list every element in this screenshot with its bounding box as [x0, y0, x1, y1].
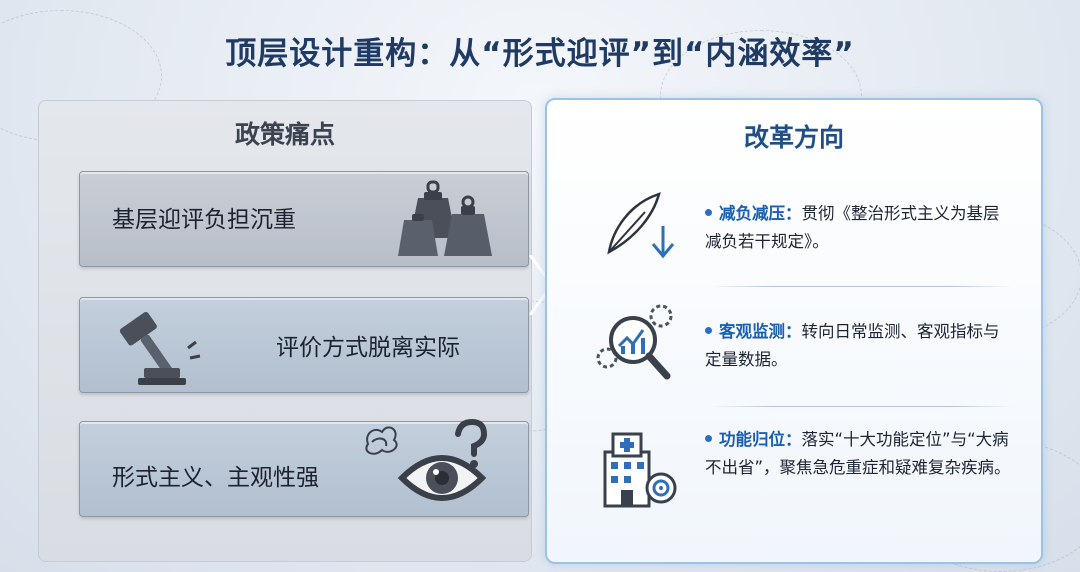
pain-card-label: 评价方式脱离实际 [276, 335, 460, 361]
weights-icon [398, 180, 508, 266]
reform-item-keyword: 功能归位 [719, 430, 785, 449]
bullet-dot [705, 435, 712, 442]
reform-direction-heading: 改革方向 [743, 123, 844, 152]
bullet-dot [705, 327, 712, 334]
pain-card-label: 基层迎评负担沉重 [112, 207, 296, 233]
reform-item-text: 减负减压：贯彻《整治形式主义为基层减负若干规定》。 [705, 200, 1015, 256]
feather-down-icon [595, 190, 685, 266]
reform-item-separator: ： [785, 204, 802, 223]
divider [712, 286, 1012, 287]
reform-item-keyword: 减负减压 [719, 204, 785, 223]
divider [712, 406, 1012, 407]
pain-points-heading: 政策痛点 [234, 120, 335, 149]
reform-item-separator: ： [785, 322, 802, 341]
magnifier-gear-icon [595, 300, 685, 388]
hospital-target-icon [595, 432, 685, 514]
page-title: 顶层设计重构：从“形式迎评”到“内涵效率” [225, 36, 855, 72]
reform-item-body: 转向日常监测、客观指标与定量数据。 [705, 322, 1000, 369]
reform-item-separator: ： [785, 430, 802, 449]
reform-direction-panel: 改革方向 减负减压：贯彻《整治形式主义为基层减负若干规定》。 [545, 98, 1043, 564]
gavel-icon [102, 306, 212, 392]
reform-item-text: 客观监测：转向日常监测、客观指标与定量数据。 [705, 318, 1015, 374]
reform-item-body: 落实“十大功能定位”与“大病不出省”，聚焦急危重症和疑难复杂疾病。 [705, 430, 1011, 477]
reform-item-body: 贯彻《整治形式主义为基层减负若干规定》。 [705, 204, 1000, 251]
eye-question-icon [350, 408, 520, 516]
bullet-dot [705, 209, 712, 216]
pain-points-panel: 政策痛点 基层迎评负担沉重 [38, 100, 532, 562]
pain-card-label: 形式主义、主观性强 [112, 465, 319, 491]
reform-item-text: 功能归位：落实“十大功能定位”与“大病不出省”，聚焦急危重症和疑难复杂疾病。 [705, 426, 1015, 482]
pain-card-burden: 基层迎评负担沉重 [79, 171, 529, 267]
pain-card-formalism: 形式主义、主观性强 [79, 418, 529, 517]
reform-item-keyword: 客观监测 [719, 322, 785, 341]
pain-card-evaluation: 评价方式脱离实际 [79, 297, 529, 393]
